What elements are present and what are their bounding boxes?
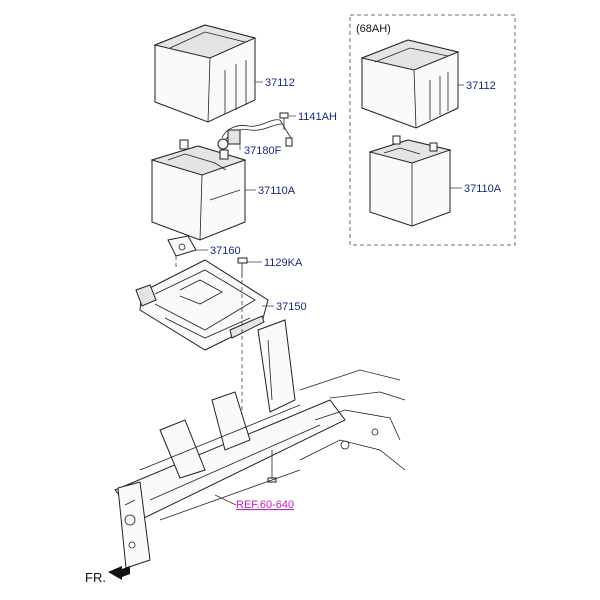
body-side-member [114, 319, 406, 569]
bracket-label: 37160 [210, 245, 241, 257]
sensor-bolt [279, 112, 289, 130]
inset-battery [368, 135, 452, 227]
bolt-label: 1129KA [264, 257, 303, 269]
front-arrow-icon [108, 566, 130, 580]
inset-battery-label: 37110A [464, 183, 502, 195]
lower-tray-label: 37150 [276, 301, 307, 313]
battery-lower-tray [135, 259, 269, 351]
inset-frame [349, 14, 516, 246]
inset-tray-label: 37112 [466, 80, 496, 92]
battery-clamp-bracket [167, 235, 197, 257]
ref-leader [214, 494, 237, 506]
battery [150, 139, 247, 241]
tray-label: 37112 [265, 77, 295, 89]
battery-sensor-cable [217, 119, 293, 150]
battery-label: 37110A [258, 185, 296, 197]
inset-battery-tray [360, 39, 460, 129]
sensor-bolt-label: 1141AH [298, 111, 337, 123]
inset-title: (68AH) [356, 23, 391, 35]
sensor-label: 37180F [244, 145, 282, 157]
front-label: FR. [85, 570, 106, 585]
ref-label[interactable]: REF.60-640 [236, 499, 294, 511]
mount-bolt [237, 257, 248, 278]
battery-tray [153, 24, 257, 123]
